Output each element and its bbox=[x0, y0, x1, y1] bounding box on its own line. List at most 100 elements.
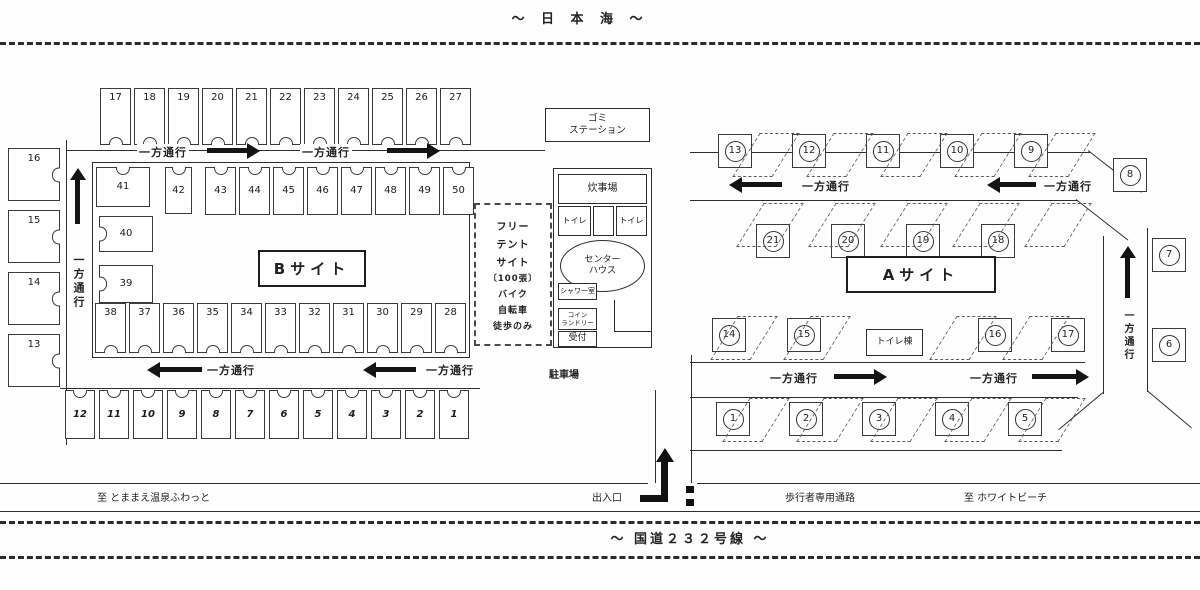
parking-notch bbox=[448, 137, 463, 145]
spot-number: 8 bbox=[212, 408, 220, 420]
spot-number: 13 bbox=[724, 140, 746, 162]
parking-notch bbox=[341, 345, 356, 353]
a-site-spot: 2 bbox=[789, 402, 823, 436]
reception-label: 受付 bbox=[568, 333, 587, 344]
one-way-arrow-left-icon bbox=[376, 367, 416, 372]
spot-number: 50 bbox=[452, 185, 465, 196]
one-way-arrow-left-icon bbox=[160, 367, 202, 372]
pedestrian-path-label: 歩行者専用通路 bbox=[783, 489, 857, 504]
spot-number: 3 bbox=[868, 408, 890, 430]
parking-notch bbox=[281, 167, 296, 175]
road-line bbox=[690, 450, 1062, 451]
a-site-spot: 10 bbox=[940, 134, 974, 168]
parking-notch bbox=[137, 345, 152, 353]
one-way-label: 一方通行 bbox=[137, 144, 189, 160]
b-site-spot: 15 bbox=[8, 210, 60, 263]
one-way-arrow-left-icon bbox=[742, 182, 782, 187]
b-site-spot: 6 bbox=[269, 390, 299, 439]
spot-number: 15 bbox=[793, 324, 815, 346]
toilet-building-box: トイレ棟 bbox=[866, 329, 923, 356]
spot-number: 9 bbox=[1020, 140, 1042, 162]
spot-number: 44 bbox=[248, 185, 261, 196]
spot-number: 16 bbox=[27, 153, 41, 164]
b-site-spot: 38 bbox=[95, 303, 126, 353]
b-site-spot: 1 bbox=[439, 390, 469, 439]
one-way-label: 一方通行 bbox=[768, 370, 820, 386]
b-site-spot: 13 bbox=[8, 334, 60, 387]
spot-number: 32 bbox=[308, 307, 321, 318]
b-site-spot: 8 bbox=[201, 390, 231, 439]
road-line bbox=[691, 355, 692, 483]
b-site-spot: 34 bbox=[231, 303, 262, 353]
spot-number: 36 bbox=[172, 307, 185, 318]
b-site-spot: 22 bbox=[270, 88, 301, 145]
spot-number: 45 bbox=[282, 185, 295, 196]
street-edge-line bbox=[0, 483, 648, 484]
one-way-arrow-up-icon bbox=[1125, 258, 1130, 298]
b-site-spot: 12 bbox=[65, 390, 95, 439]
one-way-label: 一方通行 bbox=[424, 362, 476, 378]
spot-number: 11 bbox=[107, 408, 121, 420]
a-site-spot: 21 bbox=[756, 224, 790, 258]
road-line bbox=[60, 388, 480, 389]
entrance-exit-label: 出入口 bbox=[590, 489, 624, 504]
a-site-spot: 9 bbox=[1014, 134, 1048, 168]
b-site-spot: 18 bbox=[134, 88, 165, 145]
toilet-right-label: トイレ bbox=[619, 216, 644, 225]
road-line bbox=[1103, 236, 1104, 394]
crosswalk-mark bbox=[686, 499, 694, 506]
b-site-spot: 9 bbox=[167, 390, 197, 439]
spot-number: 17 bbox=[109, 92, 122, 103]
dashed-road-line-upper bbox=[0, 521, 1200, 524]
center-house-label-line2: ハウス bbox=[588, 266, 616, 276]
spot-number: 18 bbox=[143, 92, 156, 103]
spot-number: 25 bbox=[381, 92, 394, 103]
b-site-spot: 17 bbox=[100, 88, 131, 145]
b-site-spot: 21 bbox=[236, 88, 267, 145]
garbage-station-label-line2: ステーション bbox=[569, 125, 626, 136]
spot-number: 42 bbox=[172, 184, 185, 196]
one-way-arrow-right-icon bbox=[834, 374, 874, 379]
parking-notch bbox=[116, 167, 130, 175]
b-site-spot: 7 bbox=[235, 390, 265, 439]
parking-notch bbox=[210, 137, 225, 145]
parking-notch bbox=[409, 345, 424, 353]
spot-number: 43 bbox=[214, 185, 227, 196]
spot-number: 20 bbox=[837, 230, 859, 252]
spot-number: 19 bbox=[912, 230, 934, 252]
b-site-spot: 26 bbox=[406, 88, 437, 145]
toilet-left-box: トイレ bbox=[558, 206, 591, 236]
route-232-title: ～ 国道２３２号線 ～ bbox=[610, 532, 770, 547]
b-site-spot: 20 bbox=[202, 88, 233, 145]
b-site-spot: 10 bbox=[133, 390, 163, 439]
free-tent-site-box: フリー テント サイト 〔100張〕 バイク 自転車 徒歩のみ bbox=[474, 203, 552, 346]
b-site-spot: 25 bbox=[372, 88, 403, 145]
cooking-area-label: 炊事場 bbox=[587, 182, 618, 194]
coin-laundry-label-line1: コイン bbox=[567, 310, 588, 319]
parking-notch bbox=[142, 137, 157, 145]
parking-notch bbox=[380, 137, 395, 145]
dashed-coast-line bbox=[0, 42, 1200, 45]
b-site-spot: 28 bbox=[435, 303, 466, 353]
free-tent-label-line6: 自転車 bbox=[497, 305, 528, 316]
garbage-station-box: ゴミ ステーション bbox=[545, 108, 650, 142]
spot-number: 41 bbox=[116, 181, 130, 192]
road-line bbox=[1146, 390, 1192, 429]
spot-number: 27 bbox=[449, 92, 462, 103]
b-site-spot: 24 bbox=[338, 88, 369, 145]
spot-number: 47 bbox=[350, 185, 363, 196]
parking-notch bbox=[311, 390, 325, 398]
entrance-arrow-head bbox=[656, 448, 674, 462]
one-way-label-vertical: 一方通行 bbox=[70, 252, 86, 312]
spot-number: 22 bbox=[279, 92, 292, 103]
parking-notch bbox=[451, 167, 466, 175]
parking-notch bbox=[213, 167, 228, 175]
spot-number: 46 bbox=[316, 185, 329, 196]
b-site-spot: 42 bbox=[165, 167, 192, 214]
b-site-spot: 49 bbox=[409, 167, 440, 215]
